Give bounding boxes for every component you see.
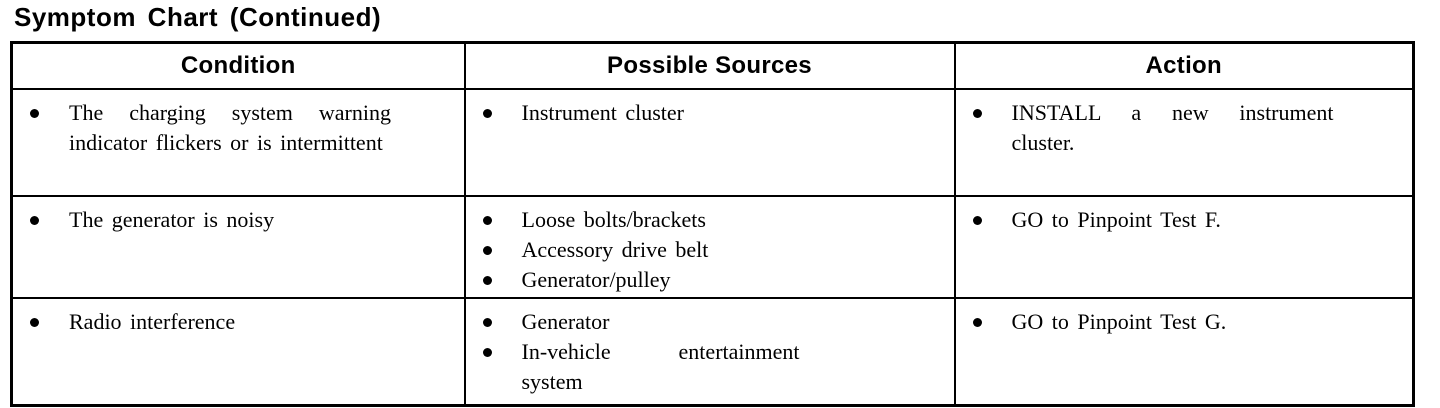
bullet-icon bbox=[482, 276, 492, 285]
bullet-icon bbox=[482, 246, 492, 255]
column-header-possible-sources: Possible Sources bbox=[463, 41, 956, 90]
bullet-icon bbox=[30, 216, 39, 225]
list-item: The generator is noisy bbox=[30, 205, 458, 235]
table-row: The generator is noisy Loose bolts/brack… bbox=[10, 195, 1415, 299]
bullet-icon bbox=[30, 109, 39, 118]
bullet-icon bbox=[482, 348, 492, 357]
list-item-text: Generator/pulley bbox=[521, 267, 671, 292]
list-item: Radio interference bbox=[30, 307, 458, 337]
action-cell: GO to Pinpoint Test G. bbox=[953, 297, 1415, 407]
condition-cell: The generator is noisy bbox=[10, 195, 466, 299]
list-item: GO to Pinpoint Test G. bbox=[972, 307, 1407, 337]
bullet-icon bbox=[972, 318, 982, 327]
bullet-icon bbox=[30, 318, 39, 327]
list-item-text: GO to Pinpoint Test G. bbox=[1011, 309, 1227, 334]
list-item: GO to Pinpoint Test F. bbox=[972, 205, 1407, 235]
list-item: Instrument cluster bbox=[482, 98, 948, 128]
list-item: In-vehicle entertainment system bbox=[482, 337, 948, 397]
sources-cell: Instrument cluster bbox=[463, 88, 956, 197]
list-item: INSTALL a new instrument cluster. bbox=[972, 98, 1407, 158]
page-title: Symptom Chart (Continued) bbox=[14, 2, 382, 32]
column-header-action: Action bbox=[953, 41, 1415, 90]
list-item-text: Generator bbox=[521, 309, 610, 334]
list-item-text: Accessory drive belt bbox=[521, 237, 709, 262]
action-cell: INSTALL a new instrument cluster. bbox=[953, 88, 1415, 197]
column-header-condition: Condition bbox=[10, 41, 466, 90]
list-item: Loose bolts/brackets bbox=[482, 205, 948, 235]
bullet-icon bbox=[482, 318, 492, 327]
list-item: The charging system warning indicator fl… bbox=[30, 98, 458, 158]
bullet-icon bbox=[482, 216, 492, 225]
table-row: Radio interference Generator In-vehicle … bbox=[10, 297, 1415, 407]
sources-cell: Generator In-vehicle entertainment syste… bbox=[463, 297, 956, 407]
action-cell: GO to Pinpoint Test F. bbox=[953, 195, 1415, 299]
list-item-text: GO to Pinpoint Test F. bbox=[1011, 207, 1221, 232]
list-item: Accessory drive belt bbox=[482, 235, 948, 265]
list-item: Generator bbox=[482, 307, 948, 337]
condition-cell: Radio interference bbox=[10, 297, 466, 407]
list-item-text: The charging system warning indicator fl… bbox=[69, 100, 391, 155]
table-header-row: Condition Possible Sources Action bbox=[10, 41, 1415, 90]
list-item: Generator/pulley bbox=[482, 265, 948, 295]
table-row: The charging system warning indicator fl… bbox=[10, 88, 1415, 197]
symptom-chart-table: Condition Possible Sources Action The ch… bbox=[10, 41, 1415, 407]
bullet-icon bbox=[972, 216, 982, 225]
list-item-text: Instrument cluster bbox=[521, 100, 684, 125]
sources-cell: Loose bolts/brackets Accessory drive bel… bbox=[463, 195, 956, 299]
list-item-text: INSTALL a new instrument cluster. bbox=[1011, 100, 1334, 155]
list-item-text: Radio interference bbox=[69, 309, 236, 334]
bullet-icon bbox=[482, 109, 492, 118]
list-item-text: Loose bolts/brackets bbox=[521, 207, 706, 232]
list-item-text: In-vehicle entertainment system bbox=[521, 339, 800, 394]
condition-cell: The charging system warning indicator fl… bbox=[10, 88, 466, 197]
bullet-icon bbox=[972, 109, 982, 118]
list-item-text: The generator is noisy bbox=[69, 207, 275, 232]
